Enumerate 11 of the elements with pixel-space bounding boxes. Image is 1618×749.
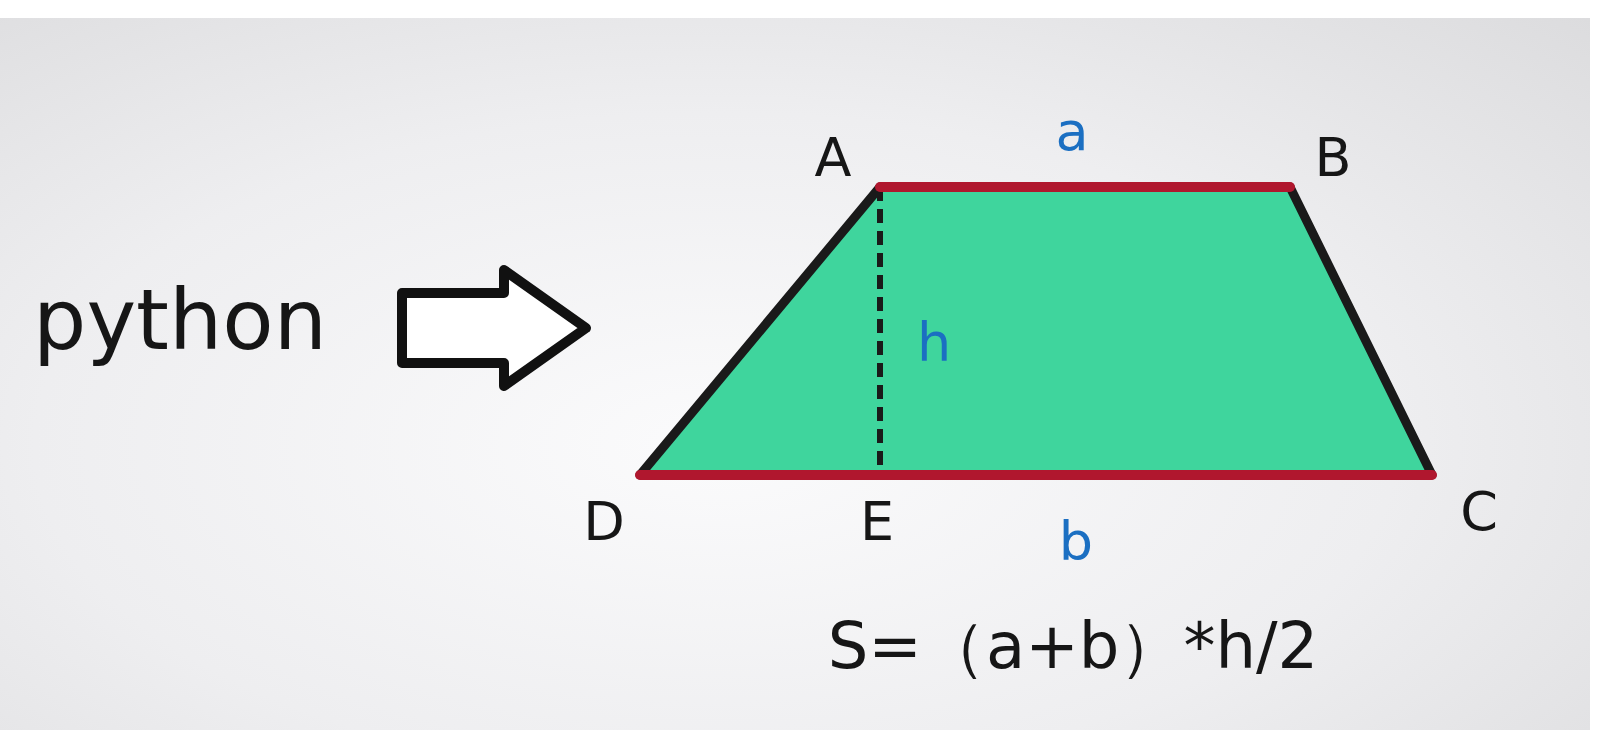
vertex-label: C [1460, 485, 1498, 539]
node-text: python [33, 271, 327, 369]
height-label: h [916, 316, 952, 370]
side-label: b [1058, 515, 1094, 569]
block-arrow [397, 265, 591, 391]
side-label: a [1055, 105, 1089, 159]
vertex-label: E [859, 495, 895, 549]
vertex-label: D [583, 495, 625, 549]
vertex-label: B [1314, 131, 1352, 185]
area-formula: S=（a+b）*h/2 [827, 614, 1319, 678]
vertex-label: A [814, 131, 852, 185]
